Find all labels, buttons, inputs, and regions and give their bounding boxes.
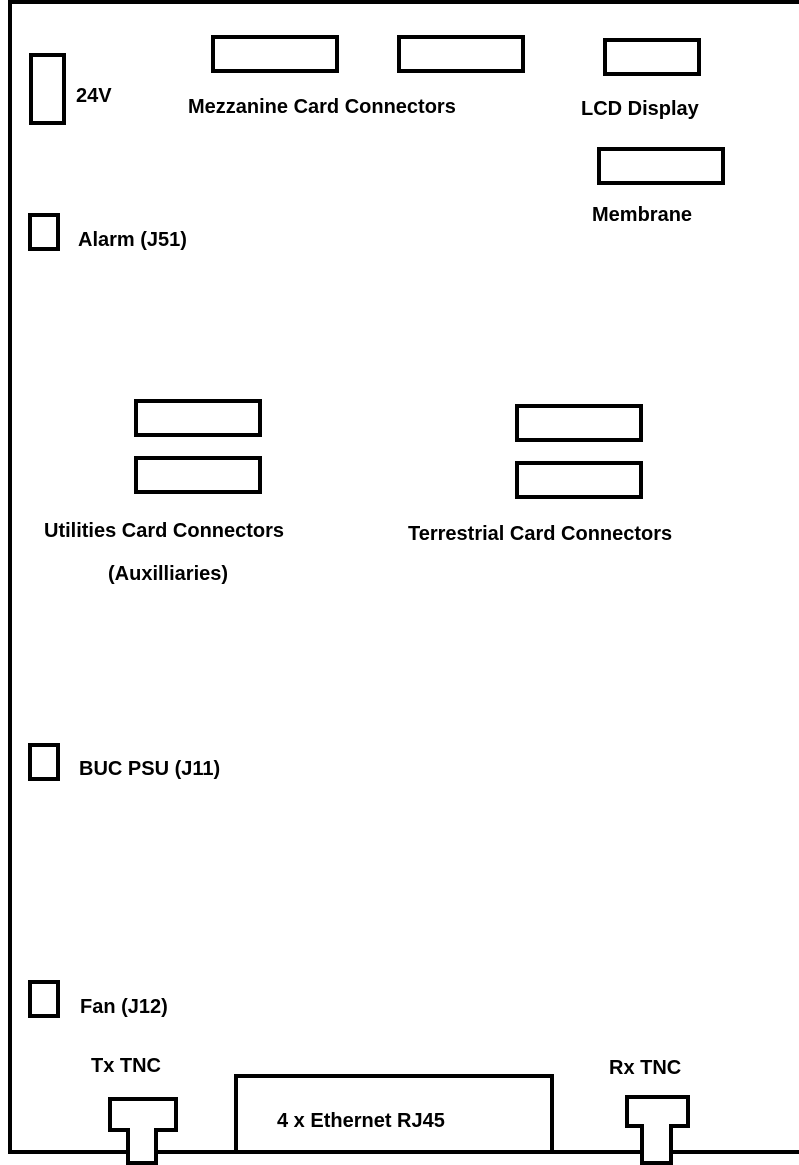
utilities-label-line1: Utilities Card Connectors xyxy=(44,520,284,542)
alarm-connector xyxy=(28,213,60,251)
mezzanine-label: Mezzanine Card Connectors xyxy=(188,96,456,118)
buc-psu-connector xyxy=(28,743,60,781)
power-24v-connector xyxy=(29,53,66,125)
tx-tnc-label: Tx TNC xyxy=(91,1055,161,1077)
utilities-label-line2: (Auxilliaries) xyxy=(108,563,228,585)
terrestrial-connector-1 xyxy=(515,404,643,442)
membrane-label: Membrane xyxy=(592,204,692,226)
rx-tnc-connector xyxy=(625,1095,690,1165)
utilities-connector-1 xyxy=(134,399,262,437)
ethernet-block xyxy=(234,1074,554,1154)
buc-psu-label: BUC PSU (J11) xyxy=(79,758,220,780)
mezzanine-connector-2 xyxy=(397,35,525,73)
terrestrial-label: Terrestrial Card Connectors xyxy=(408,523,672,545)
rx-tnc-label: Rx TNC xyxy=(609,1057,681,1079)
alarm-label: Alarm (J51) xyxy=(78,229,187,251)
power-24v-label: 24V xyxy=(76,85,112,107)
tx-tnc-connector xyxy=(108,1097,178,1165)
fan-connector xyxy=(28,980,60,1018)
terrestrial-connector-2 xyxy=(515,461,643,499)
membrane-connector xyxy=(597,147,725,185)
lcd-display-label: LCD Display xyxy=(581,98,700,120)
lcd-display-connector xyxy=(603,38,701,76)
mezzanine-connector-1 xyxy=(211,35,339,73)
utilities-connector-2 xyxy=(134,456,262,494)
ethernet-label: 4 x Ethernet RJ45 xyxy=(277,1110,445,1132)
fan-label: Fan (J12) xyxy=(80,996,168,1018)
